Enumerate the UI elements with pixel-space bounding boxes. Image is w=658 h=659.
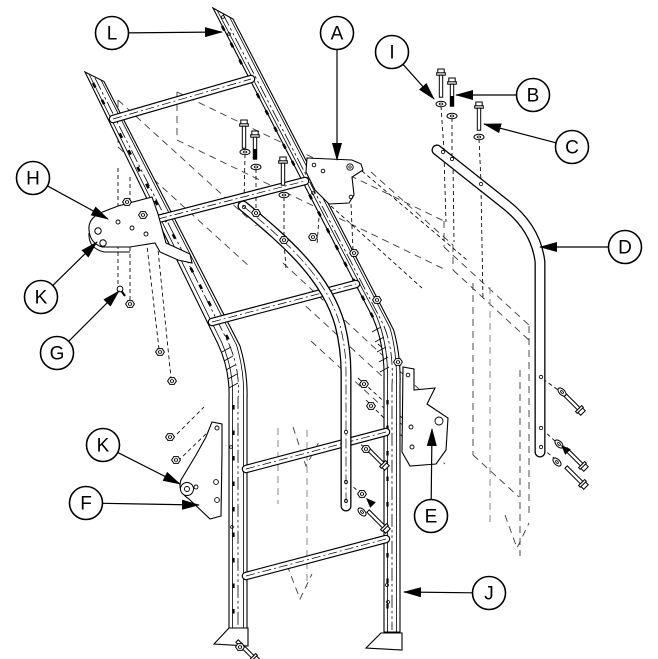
callout-balloon-i-2 [374, 34, 410, 70]
bracket-f [179, 421, 223, 520]
phantom-panel-lines [117, 91, 532, 601]
callout-balloon-a-1 [319, 15, 355, 51]
callout-label-g-8: G [50, 343, 65, 364]
left-rail-curve-hatches [221, 346, 239, 389]
callout-balloon-k-9 [85, 427, 121, 463]
bracket-e [401, 366, 449, 467]
fasteners [116, 68, 590, 659]
callout-leader-k-7 [52, 241, 98, 286]
callout-balloon-h-6 [15, 160, 51, 196]
callout-balloon-e-11 [413, 498, 449, 534]
callout-label-h-6: H [26, 168, 40, 189]
callout-label-i-2: I [389, 42, 394, 63]
callout-balloon-j-12 [471, 575, 507, 611]
rung-1 [108, 74, 256, 124]
callout-leader-j-12 [402, 587, 473, 598]
left-rail [83, 70, 249, 647]
callout-balloon-k-7 [23, 279, 59, 315]
callout-leader-f-10 [102, 499, 201, 510]
insertion-arrow-2 [366, 498, 376, 508]
callout-balloon-b-3 [515, 77, 551, 113]
callout-leader-h-6 [47, 185, 109, 220]
mounted-handrail-tube [237, 200, 352, 512]
bolt-b [447, 77, 457, 107]
handrail-tube-d [431, 144, 546, 458]
rung-2 [153, 176, 310, 224]
callout-label-a-1: A [331, 23, 344, 44]
callouts: L A I B C D H K G K F E J [15, 15, 643, 611]
bolt-mid-1 [239, 119, 249, 149]
callout-leader-i-2 [402, 63, 435, 100]
callout-label-d-5: D [618, 237, 632, 258]
callout-leader-k-9 [117, 451, 181, 485]
bolt-i [436, 68, 446, 98]
callout-leader-c-4 [483, 123, 557, 144]
ladder-rungs [108, 74, 391, 581]
callout-balloon-d-5 [607, 229, 643, 265]
left-rail-foot [212, 627, 249, 647]
bolt-mid-3 [278, 156, 288, 186]
callout-balloon-g-8 [39, 335, 75, 371]
callout-label-k-9: K [97, 435, 110, 456]
right-rail-foot [364, 632, 403, 651]
rung-5 [241, 534, 391, 581]
callout-label-e-11: E [425, 506, 438, 527]
callout-label-c-4: C [565, 137, 579, 158]
callout-label-l-0: L [107, 23, 118, 44]
callout-label-j-12: J [484, 583, 494, 604]
bolt-c [474, 101, 484, 131]
rung-4 [241, 427, 391, 474]
callout-leader-e-11 [426, 427, 437, 500]
callout-balloon-l-0 [94, 15, 130, 51]
insertion-arrow-1 [561, 445, 571, 455]
callout-leader-l-0 [128, 27, 224, 38]
right-rail [211, 6, 403, 651]
callout-balloon-c-4 [554, 129, 590, 165]
right-rail-curve-hatches [371, 326, 390, 373]
callout-label-b-3: B [527, 85, 540, 106]
rung-3 [207, 279, 361, 327]
callout-leader-g-8 [68, 290, 120, 342]
bracket-a [305, 157, 364, 205]
screw-g-target [116, 285, 126, 297]
callout-label-f-10: F [80, 493, 92, 514]
callout-balloon-f-10 [68, 485, 104, 521]
bolt-mid-2 [250, 130, 260, 160]
callout-label-k-7: K [35, 287, 48, 308]
